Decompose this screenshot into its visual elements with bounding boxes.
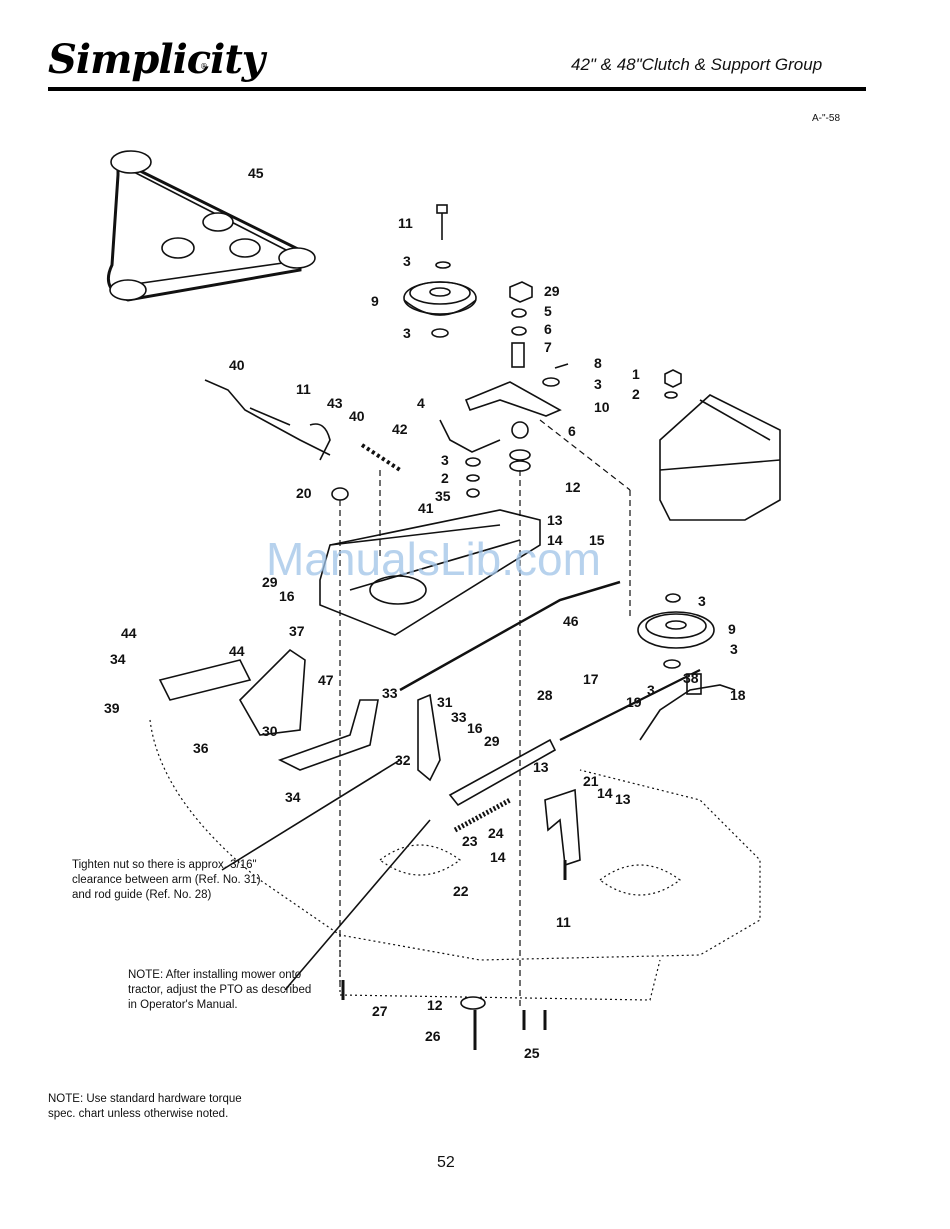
callout-c13c: 13 [615,791,631,807]
callout-c37: 37 [289,623,305,639]
callout-c36: 36 [193,740,209,756]
callout-c6b: 6 [568,423,576,439]
support-bracket-part-41 [319,509,541,636]
note-hardware-torque: NOTE: Use standard hardware torque spec.… [48,1093,242,1120]
callout-c11b: 11 [296,381,311,397]
callout-c14b: 14 [597,785,613,801]
callout-c3e: 3 [698,593,706,609]
callout-c17: 17 [583,671,599,687]
page-title: 42" & 48"Clutch & Support Group [571,55,823,74]
callout-c1: 1 [632,366,640,382]
gearbox-housing [659,369,781,521]
note-tighten-nut: Tighten nut so there is approx. 3/16" cl… [72,859,261,901]
leader-note-tighten [221,759,401,871]
callout-c3d: 3 [441,452,449,468]
callout-c6a: 6 [544,321,552,337]
brand-logo: Simplicity [48,36,265,83]
leader-note-pto [284,819,431,991]
linkage-left [204,379,402,501]
callout-c10: 10 [594,399,610,415]
callout-c3c: 3 [594,376,602,392]
callout-c29c: 29 [484,733,500,749]
diagram-ref-code: A-"-58 [812,113,841,124]
callout-c13b: 13 [533,759,549,775]
callout-c18: 18 [730,687,746,703]
callout-c27: 27 [372,1003,388,1019]
callout-c20: 20 [296,485,312,501]
callout-c8: 8 [594,355,602,371]
callout-c45: 45 [248,165,264,181]
callout-c46: 46 [563,613,579,629]
page-number: 52 [437,1154,455,1171]
callout-c35: 35 [435,488,451,504]
callout-c12a: 12 [565,479,581,495]
callout-c23: 23 [462,833,478,849]
pulley-part-9-lower [637,593,736,741]
callout-c31: 31 [437,694,453,710]
callout-c43: 43 [327,395,343,411]
watermark: ManualsLib.com [266,533,601,585]
callout-c4: 4 [417,395,425,411]
rod-part-17 [559,669,701,741]
callout-c11c: 11 [556,914,571,930]
callout-c16a: 16 [279,588,295,604]
header-rule [48,87,866,91]
callout-c25: 25 [524,1045,540,1061]
callout-c22: 22 [453,883,469,899]
callout-c42: 42 [392,421,408,437]
callout-c19: 19 [626,694,642,710]
callout-c14c: 14 [490,849,506,865]
callout-c40a: 40 [229,357,245,373]
callout-c29b: 29 [262,574,278,590]
callout-c21: 21 [583,773,599,789]
callout-c9a: 9 [371,293,379,309]
assembly-lines [339,419,631,1010]
callout-c34a: 34 [110,651,126,667]
callout-c33b: 33 [451,709,467,725]
callout-c12b: 12 [427,997,443,1013]
lift-bracket-left [158,648,379,771]
callout-c16b: 16 [467,720,483,736]
callout-c29a: 29 [544,283,560,299]
callout-c3a: 3 [403,253,411,269]
callout-c2a: 2 [632,386,640,402]
callout-c11a: 11 [398,215,413,231]
pulley-part-9-upper [403,204,477,338]
callout-c3g: 3 [647,682,655,698]
callout-c14a: 14 [547,532,563,548]
callout-c41: 41 [418,500,434,516]
callout-c44a: 44 [121,625,137,641]
callout-c30: 30 [262,723,278,739]
callout-c28: 28 [537,687,553,703]
callout-c39: 39 [104,700,120,716]
callout-c2b: 2 [441,470,449,486]
callout-labels: 4511393295678310124011434042463235122041… [104,165,746,1061]
callout-c47: 47 [318,672,334,688]
rod-guide-part-28 [417,693,557,833]
callout-c9b: 9 [728,621,736,637]
note-pto-adjust: NOTE: After installing mower onto tracto… [128,969,312,1011]
bracket-part-21 [544,788,581,867]
callout-c3f: 3 [730,641,738,657]
callout-c26: 26 [425,1028,441,1044]
callout-c7: 7 [544,339,552,355]
callout-c38: 38 [683,670,699,686]
callout-c15: 15 [589,532,605,548]
washer-part-3 [465,457,481,467]
callout-c5: 5 [544,303,552,319]
callout-c44b: 44 [229,643,245,659]
callout-c13a: 13 [547,512,563,528]
belt-part-45 [107,150,316,302]
callout-c32: 32 [395,752,411,768]
callout-c33a: 33 [382,685,398,701]
callout-c24: 24 [488,825,504,841]
registered-mark: ® [200,62,208,71]
callout-c3b: 3 [403,325,411,341]
callout-c34b: 34 [285,789,301,805]
rod-part-46 [399,580,621,692]
arm-part-4 [439,419,501,453]
spindle-stack [464,281,569,472]
callout-c40b: 40 [349,408,365,424]
